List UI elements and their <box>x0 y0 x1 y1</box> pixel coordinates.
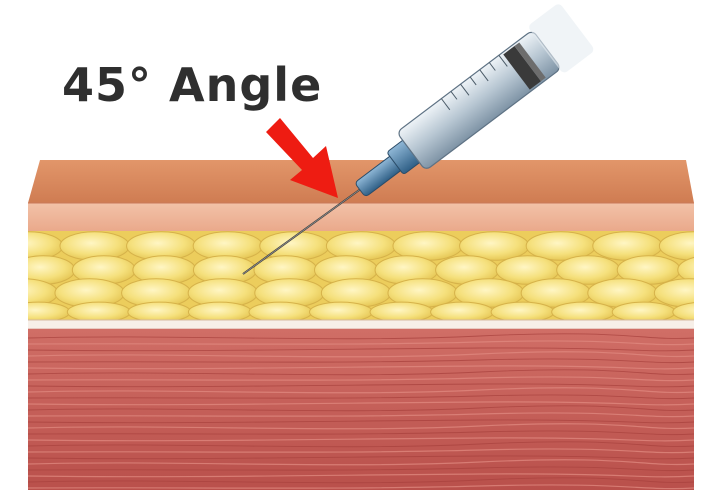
angle-label: 45° Angle <box>62 58 322 112</box>
fat-layer <box>0 231 705 322</box>
fascia-layer <box>28 320 694 329</box>
dermis-layer <box>28 203 694 231</box>
muscle-layer <box>28 329 694 490</box>
